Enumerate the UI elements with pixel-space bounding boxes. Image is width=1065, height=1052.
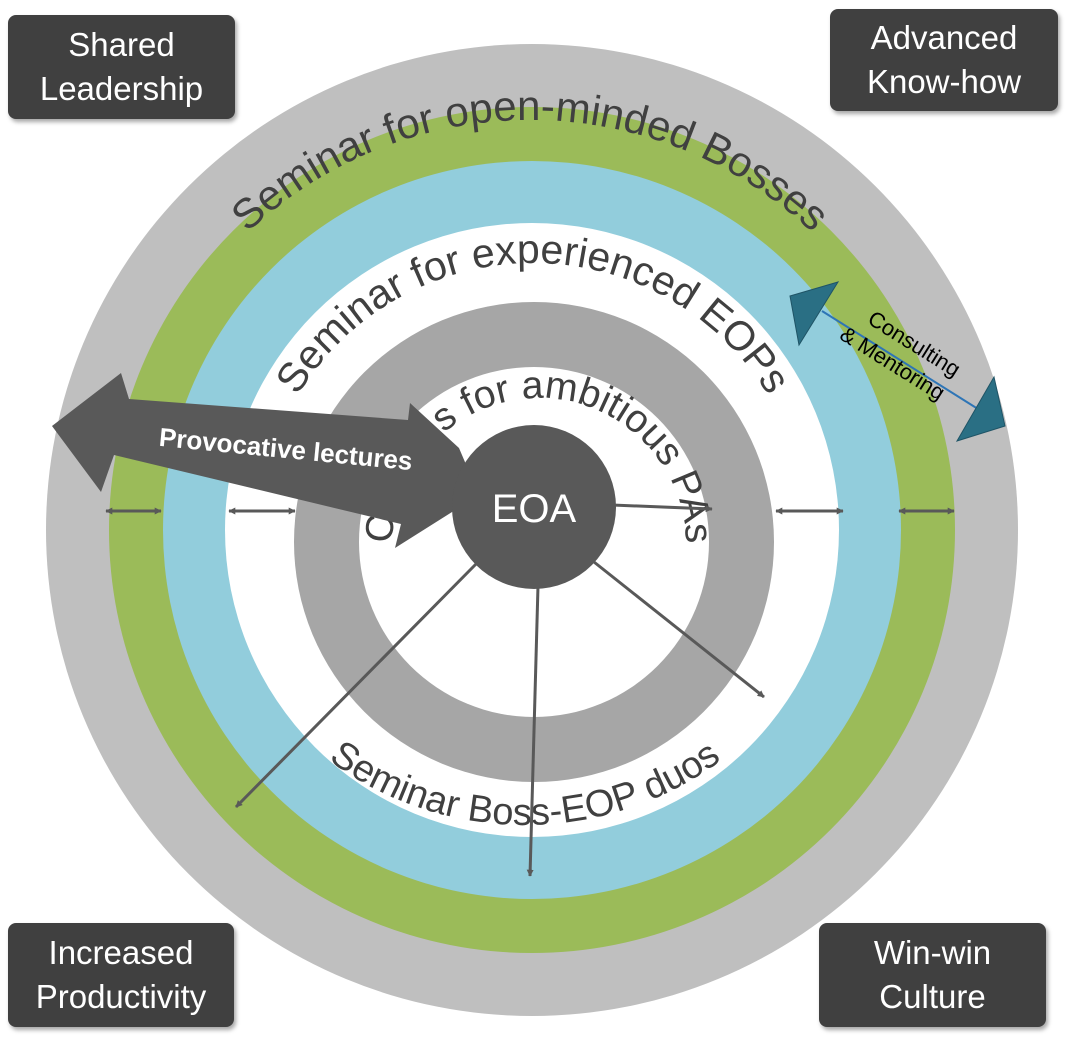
eoa-circle (452, 425, 616, 589)
corner-box-win-win-culture: Win-win Culture (819, 923, 1046, 1027)
eoa-label: EOA (492, 487, 577, 531)
corner-text-line: Shared (68, 26, 175, 63)
arrow-down-left (234, 562, 478, 809)
corner-text-line: Increased (48, 934, 194, 971)
corner-text-line: Culture (879, 978, 986, 1015)
corner-text-line: Productivity (35, 978, 207, 1015)
corner-box-advanced-know-how: Advanced Know-how (830, 9, 1058, 111)
corner-text-line: Win-win (873, 934, 992, 971)
corner-box-shared-leadership: Shared Leadership (8, 15, 235, 119)
arrow-down (526, 585, 540, 877)
provocative-lectures-arrow (52, 373, 479, 548)
consulting-mentoring-arrow (789, 281, 1006, 442)
consulting-arrowhead-up (789, 281, 840, 347)
corner-text-line: Leadership (39, 70, 204, 107)
radial-arrows (234, 503, 765, 877)
corner-box-increased-productivity: Increased Productivity (8, 923, 234, 1027)
corner-text-line: Advanced (870, 19, 1018, 56)
corner-text-line: Know-how (866, 63, 1022, 100)
arrow-right (611, 503, 713, 513)
arrow-down-right (593, 560, 765, 699)
consulting-arrowhead-down (955, 375, 1006, 442)
